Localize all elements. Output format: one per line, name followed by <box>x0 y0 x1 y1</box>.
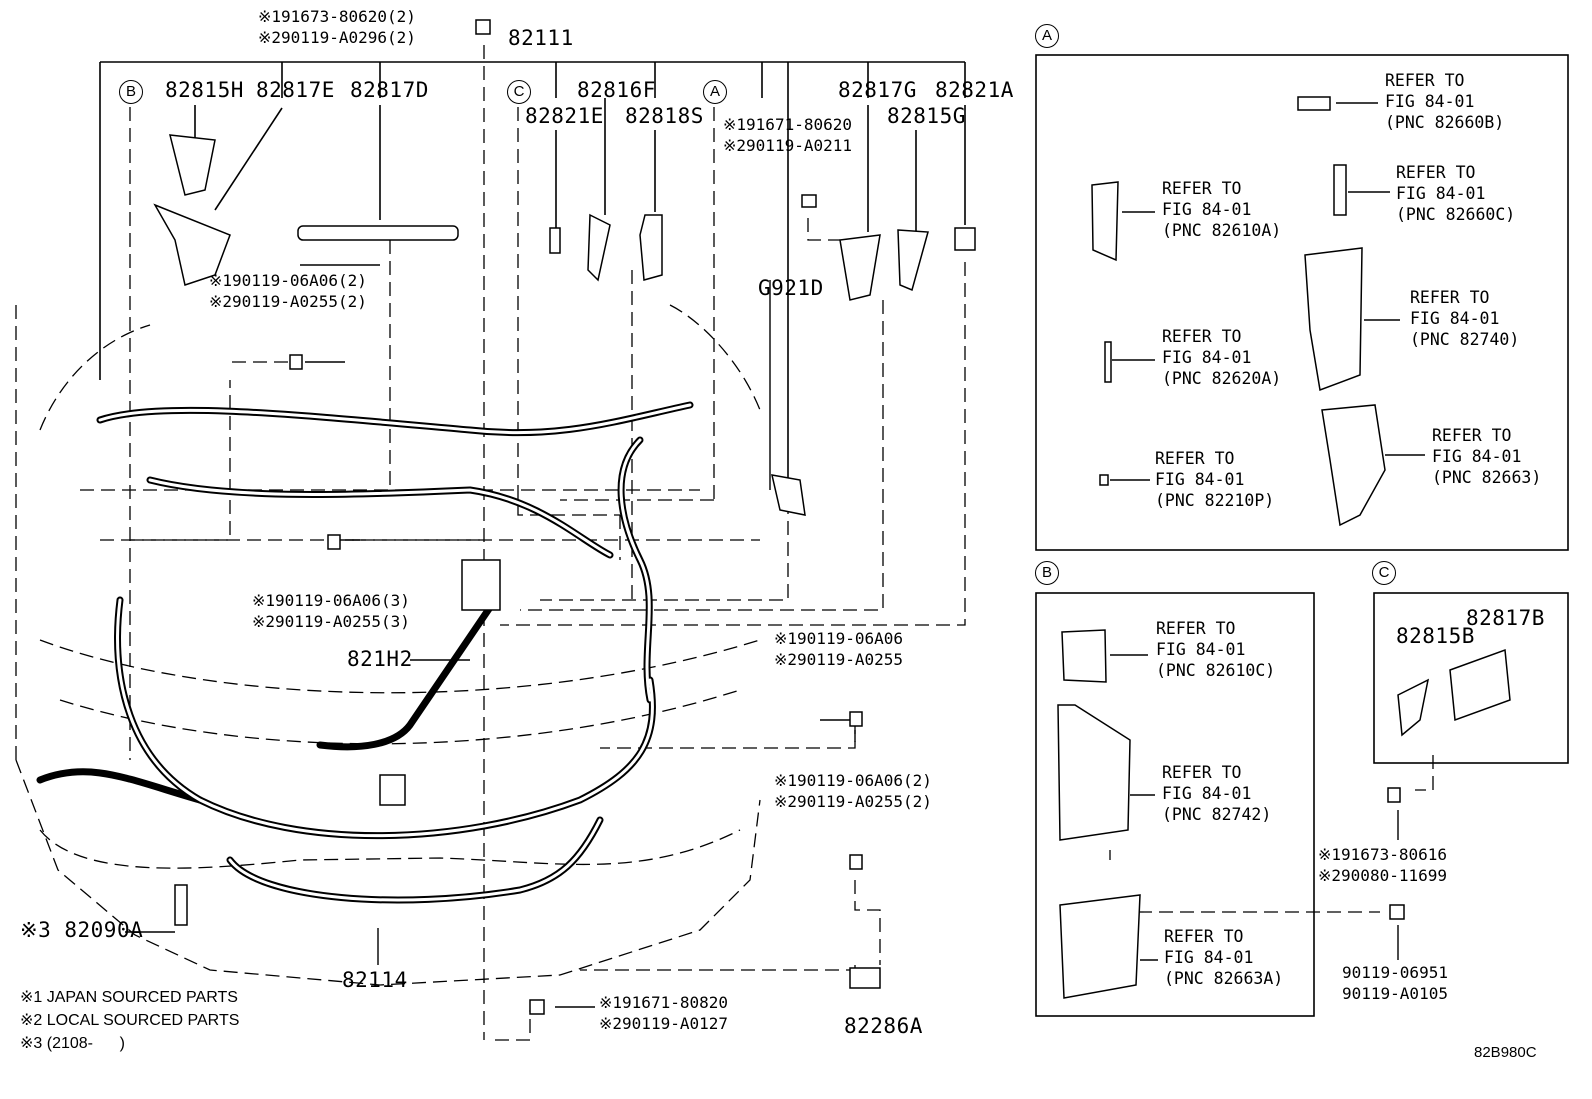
callout-c: C <box>507 80 531 104</box>
refer-label: REFER TO FIG 84-01 (PNC 82660B) <box>1385 71 1505 132</box>
part-label: 82817B <box>1466 606 1545 630</box>
part-label: 82821E <box>525 104 604 128</box>
part-label: ※3 82090A <box>20 918 144 942</box>
part-label: 82817G <box>838 78 917 102</box>
callout-b: B <box>119 80 143 104</box>
part-label: 82815G <box>887 104 966 128</box>
callout-a: A <box>703 80 727 104</box>
bolt-label: ※190119-06A06 ※290119-A0255 <box>774 629 903 669</box>
panel-a-tag: A <box>1035 24 1059 48</box>
part-label: 82821A <box>935 78 1014 102</box>
part-label: 82818S <box>625 104 704 128</box>
refer-label: REFER TO FIG 84-01 (PNC 82610A) <box>1162 179 1282 240</box>
part-label: 82815H <box>165 78 244 102</box>
part-label: 82816F <box>577 78 656 102</box>
part-label: 82286A <box>844 1014 923 1038</box>
footnote: ※1 JAPAN SOURCED PARTS <box>20 989 238 1006</box>
refer-label: REFER TO FIG 84-01 (PNC 82742) <box>1162 763 1272 824</box>
part-label: 82817D <box>350 78 429 102</box>
refer-label: REFER TO FIG 84-01 (PNC 82610C) <box>1156 619 1276 680</box>
part-label: 82111 <box>508 26 574 50</box>
panel-c-tag: C <box>1372 561 1396 585</box>
diagram-code: 82B980C <box>1474 1044 1537 1061</box>
bolt-label: ※191671-80620 ※290119-A0211 <box>723 115 852 155</box>
bolt-label: ※191671-80820 ※290119-A0127 <box>599 993 728 1033</box>
refer-label: REFER TO FIG 84-01 (PNC 82620A) <box>1162 327 1282 388</box>
bolt-label: ※191673-80620(2) ※290119-A0296(2) <box>258 7 416 47</box>
part-label: G921D <box>758 276 824 300</box>
footnote: ※2 LOCAL SOURCED PARTS <box>20 1012 240 1029</box>
part-label: 82815B <box>1396 624 1475 648</box>
bolt-label: ※190119-06A06(2) ※290119-A0255(2) <box>209 271 367 311</box>
bolt-label: ※191673-80616 ※290080-11699 <box>1318 845 1447 885</box>
refer-label: REFER TO FIG 84-01 (PNC 82660C) <box>1396 163 1516 224</box>
part-label: 82114 <box>342 968 408 992</box>
bolt-label: ※190119-06A06(3) ※290119-A0255(3) <box>252 591 410 631</box>
panel-b-tag: B <box>1035 561 1059 585</box>
bolt-label: ※190119-06A06(2) ※290119-A0255(2) <box>774 771 932 811</box>
footnote: ※3 (2108- ) <box>20 1035 125 1052</box>
refer-label: REFER TO FIG 84-01 (PNC 82663A) <box>1164 927 1284 988</box>
refer-label: REFER TO FIG 84-01 (PNC 82663) <box>1432 426 1542 487</box>
refer-label: REFER TO FIG 84-01 (PNC 82210P) <box>1155 449 1275 510</box>
part-label: 82817E <box>256 78 335 102</box>
bolt-label: 90119-06951 90119-A0105 <box>1342 963 1448 1003</box>
part-label: 821H2 <box>347 647 413 671</box>
refer-label: REFER TO FIG 84-01 (PNC 82740) <box>1410 288 1520 349</box>
